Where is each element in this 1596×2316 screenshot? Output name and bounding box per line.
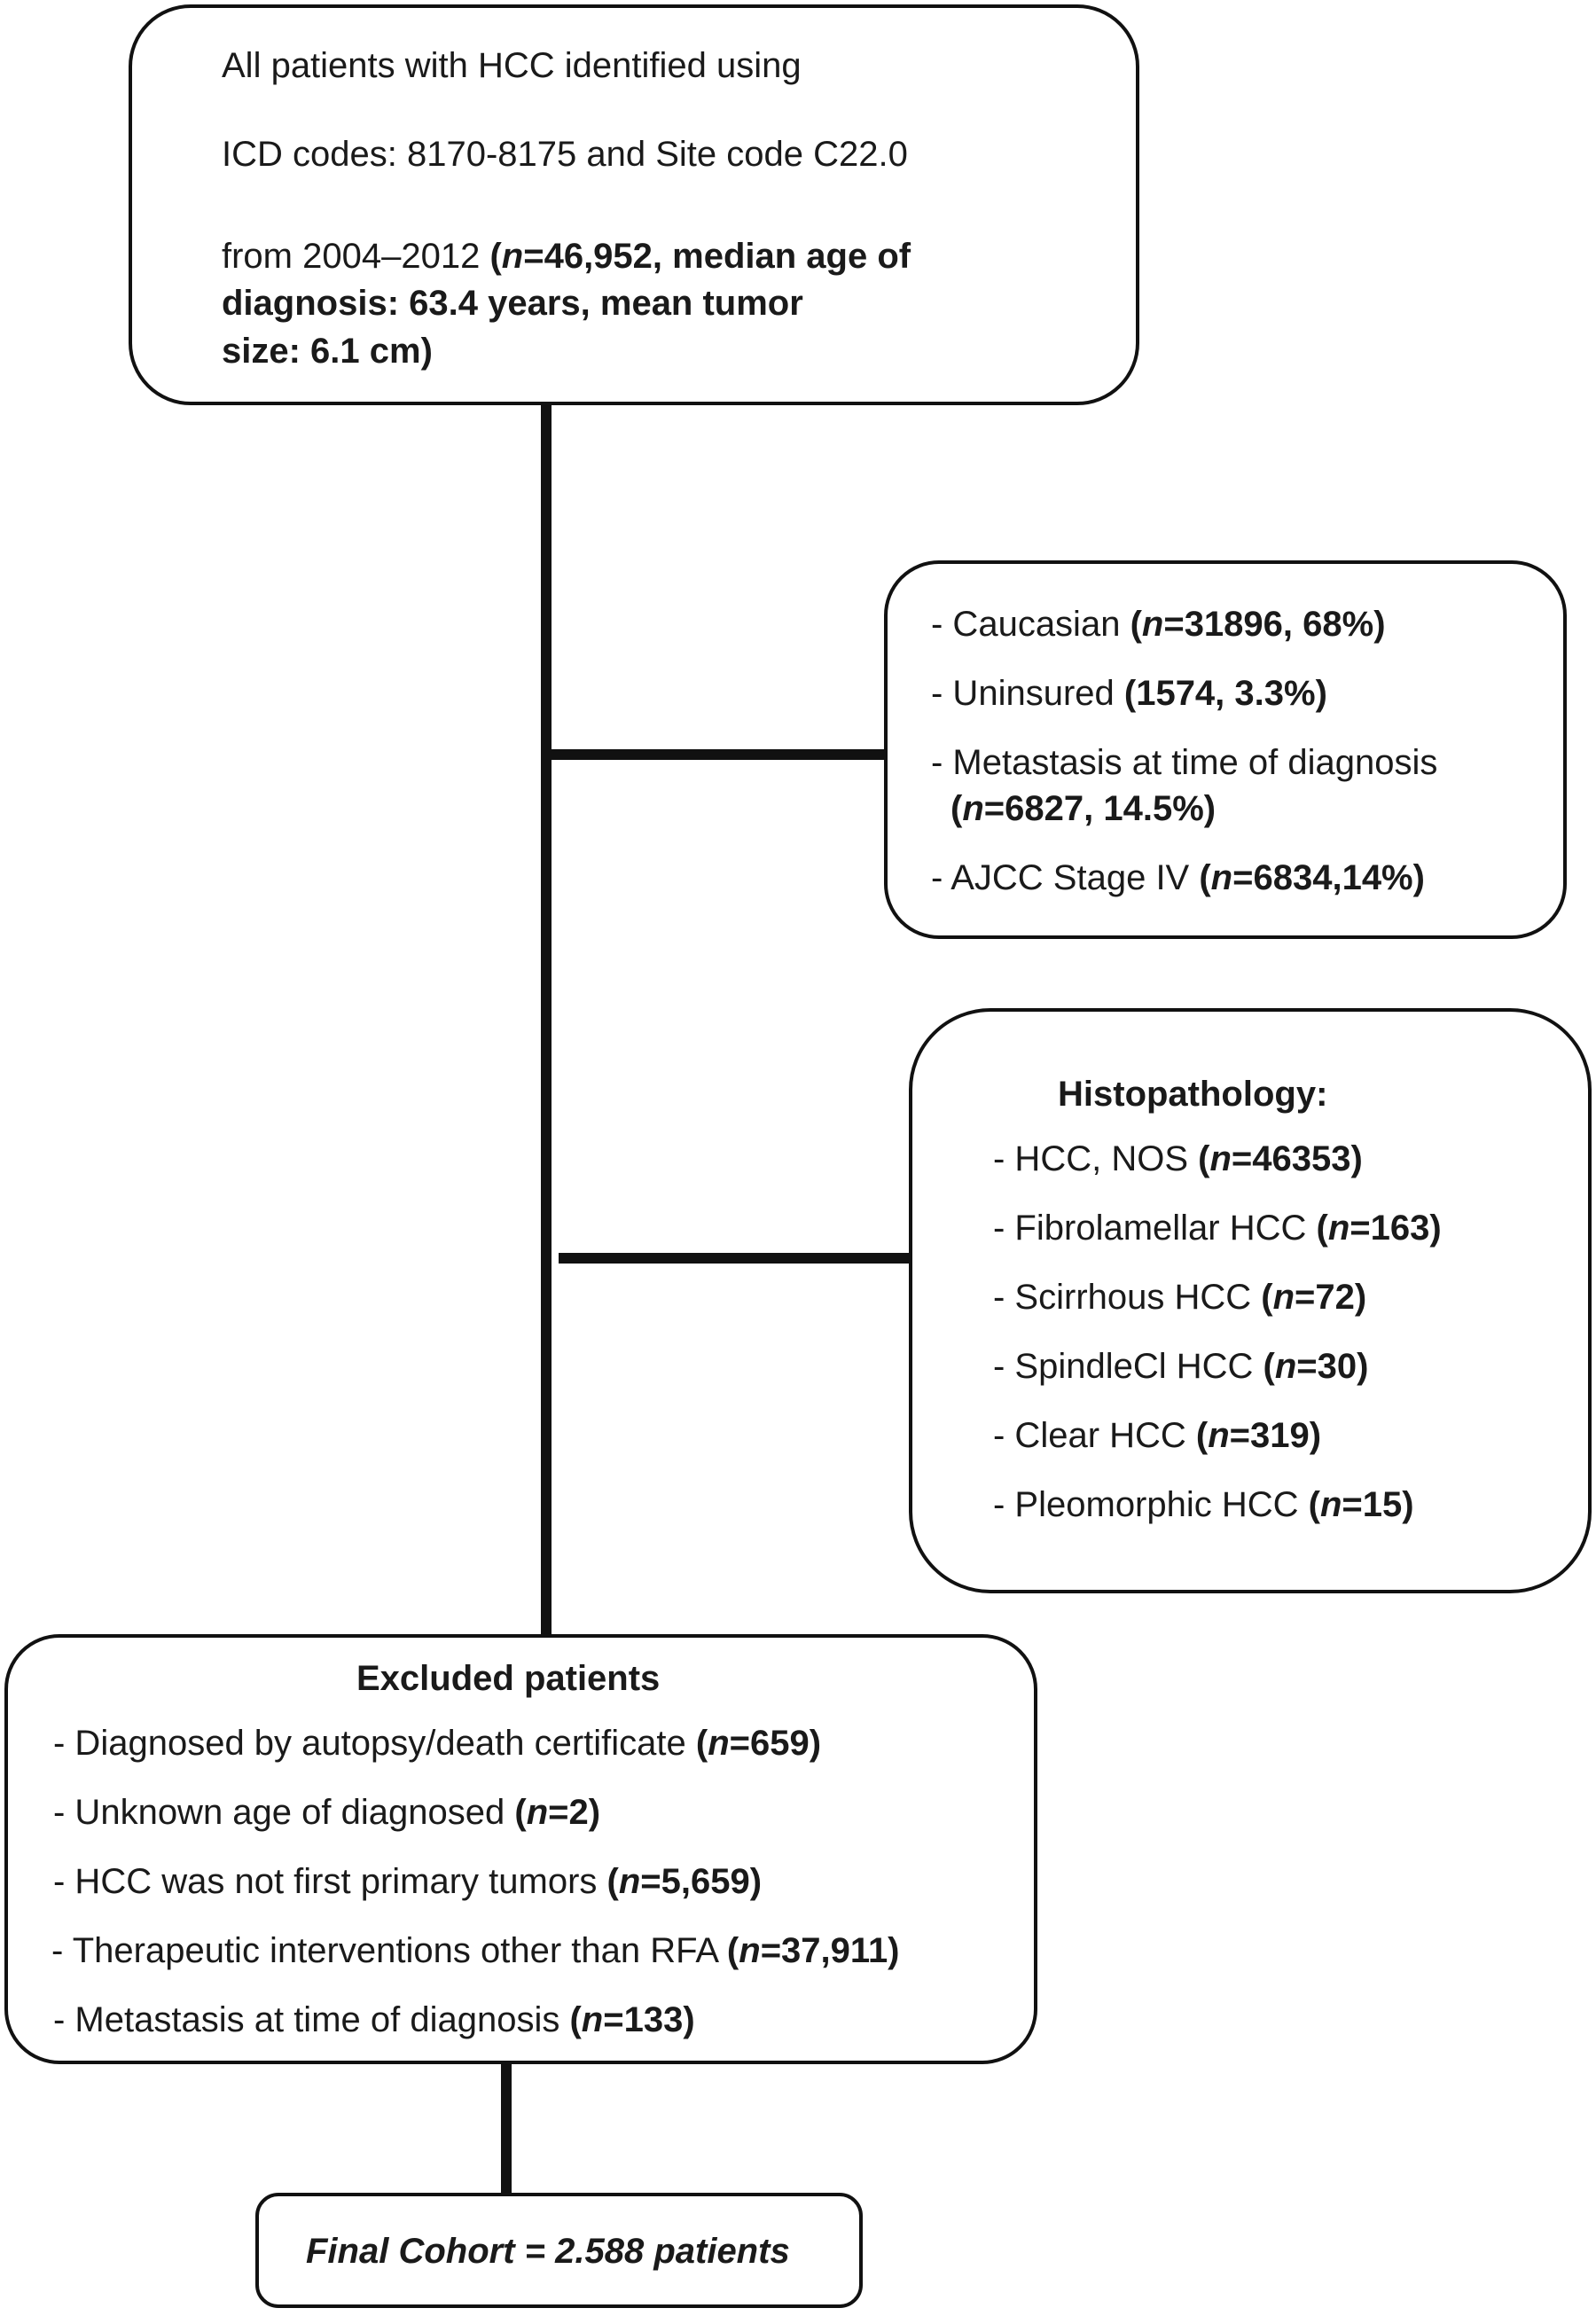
item-n: n	[1208, 1416, 1230, 1455]
item-paren: (	[951, 789, 963, 828]
item-label: - Diagnosed by autopsy/death certificate	[53, 1724, 696, 1763]
item-label: - HCC was not first primary tumors	[53, 1862, 607, 1901]
final-cohort-box	[255, 2193, 863, 2308]
item-label: - Metastasis at time of diagnosis	[53, 2000, 570, 2039]
item-paren: (	[726, 1931, 739, 1970]
item-paren: (	[1261, 1278, 1273, 1317]
histopathology-item: - HCC, NOS (n=46353)	[993, 1138, 1363, 1180]
item-paren: (	[1308, 1485, 1320, 1524]
histopathology-item: - Scirrhous HCC (n=72)	[993, 1276, 1366, 1318]
item-label: - Metastasis at time of diagnosis	[931, 743, 1438, 782]
final-cohort-label: Final Cohort = 2.588 patients	[306, 2232, 790, 2271]
item-paren: (	[514, 1793, 527, 1832]
item-value: =30)	[1296, 1347, 1369, 1386]
item-paren: (	[1316, 1209, 1328, 1248]
item-n: n	[526, 1793, 549, 1832]
item-value: =2)	[548, 1793, 601, 1832]
demographics-item: - AJCC Stage IV (n=6834,14%)	[931, 857, 1425, 899]
item-value: =37,911)	[760, 1931, 900, 1970]
item-value: =5,659)	[640, 1862, 763, 1901]
inclusion-criteria-box	[129, 4, 1139, 405]
item-value: (1574, 3.3%)	[1123, 674, 1327, 713]
item-n: n	[739, 1931, 761, 1970]
item-value: =6834,14%)	[1232, 858, 1425, 897]
item-label: - Therapeutic interventions other than R…	[51, 1931, 727, 1970]
inclusion-line-1: All patients with HCC identified using	[222, 46, 802, 85]
item-label: - Pleomorphic HCC	[993, 1485, 1309, 1524]
item-value: =46353)	[1231, 1139, 1363, 1178]
inclusion-line-4: diagnosis: 63.4 years, mean tumor	[222, 284, 803, 323]
connector-to-histopathology	[559, 1253, 909, 1264]
item-n: n	[962, 789, 984, 828]
item-paren: (	[569, 2000, 582, 2039]
item-value: =163)	[1350, 1209, 1442, 1248]
item-label: - HCC, NOS	[993, 1139, 1199, 1178]
item-n: n	[1210, 858, 1233, 897]
inclusion-period: from 2004–2012	[222, 237, 490, 276]
item-value: =15)	[1342, 1485, 1414, 1524]
histopathology-item: - SpindleCl HCC (n=30)	[993, 1345, 1368, 1388]
item-n: n	[1141, 605, 1164, 644]
item-n: n	[1209, 1139, 1232, 1178]
item-label: - Caucasian	[931, 605, 1130, 644]
item-n: n	[581, 2000, 604, 2039]
excluded-item: - Metastasis at time of diagnosis (n=133…	[53, 1999, 695, 2041]
item-paren: (	[606, 1862, 619, 1901]
item-label: - AJCC Stage IV	[931, 858, 1200, 897]
excluded-item: - Unknown age of diagnosed (n=2)	[53, 1791, 600, 1834]
histopathology-title: Histopathology:	[1058, 1075, 1328, 1114]
inclusion-line-5: size: 6.1 cm)	[222, 332, 433, 371]
item-n: n	[1319, 1485, 1342, 1524]
histopathology-item: - Clear HCC (n=319)	[993, 1414, 1321, 1457]
item-value: =31896, 68%)	[1163, 605, 1386, 644]
main-vertical-connector	[541, 403, 552, 1640]
item-paren: (	[1195, 1416, 1209, 1455]
inclusion-line-3: from 2004–2012 (n=46,952, median age of	[222, 235, 911, 278]
item-paren: (	[695, 1724, 708, 1763]
inclusion-paren: (	[489, 237, 502, 276]
item-label: - SpindleCl HCC	[993, 1347, 1264, 1386]
item-label: - Clear HCC	[993, 1416, 1196, 1455]
item-label: - Uninsured	[931, 674, 1124, 713]
item-paren: (	[1199, 858, 1211, 897]
demographics-item: - Uninsured (1574, 3.3%)	[931, 672, 1327, 715]
item-value: =319)	[1229, 1416, 1322, 1455]
item-paren: (	[1263, 1347, 1275, 1386]
item-n: n	[708, 1724, 730, 1763]
inclusion-n: n	[501, 237, 524, 276]
item-paren: (	[1130, 605, 1142, 644]
item-n: n	[618, 1862, 641, 1901]
excluded-title: Excluded patients	[356, 1659, 661, 1698]
item-n: n	[1274, 1347, 1297, 1386]
demographics-item: - Metastasis at time of diagnosis	[931, 741, 1437, 784]
connector-to-final	[501, 2062, 512, 2195]
item-paren: (	[1198, 1139, 1210, 1178]
histopathology-box	[909, 1008, 1592, 1593]
connector-to-demographics	[546, 749, 888, 760]
item-value: =659)	[729, 1724, 822, 1763]
excluded-item: - HCC was not first primary tumors (n=5,…	[53, 1860, 762, 1903]
item-n: n	[1272, 1278, 1295, 1317]
demographics-box	[884, 560, 1567, 939]
excluded-item: - Therapeutic interventions other than R…	[51, 1929, 900, 1972]
item-label: - Scirrhous HCC	[993, 1278, 1262, 1317]
excluded-patients-box	[4, 1634, 1037, 2064]
demographics-item: - Caucasian (n=31896, 68%)	[931, 603, 1386, 646]
item-value: =72)	[1295, 1278, 1367, 1317]
item-value: =133)	[603, 2000, 695, 2039]
inclusion-line-2: ICD codes: 8170-8175 and Site code C22.0	[222, 135, 908, 174]
item-value: =6827, 14.5%)	[983, 789, 1217, 828]
inclusion-count: =46,952, median age of	[523, 237, 911, 276]
excluded-item: - Diagnosed by autopsy/death certificate…	[53, 1722, 821, 1764]
histopathology-item: - Pleomorphic HCC (n=15)	[993, 1483, 1414, 1526]
demographics-item: (n=6827, 14.5%)	[951, 787, 1216, 830]
item-n: n	[1327, 1209, 1350, 1248]
histopathology-item: - Fibrolamellar HCC (n=163)	[993, 1207, 1442, 1249]
item-label: - Unknown age of diagnosed	[53, 1793, 515, 1832]
item-label: - Fibrolamellar HCC	[993, 1209, 1317, 1248]
